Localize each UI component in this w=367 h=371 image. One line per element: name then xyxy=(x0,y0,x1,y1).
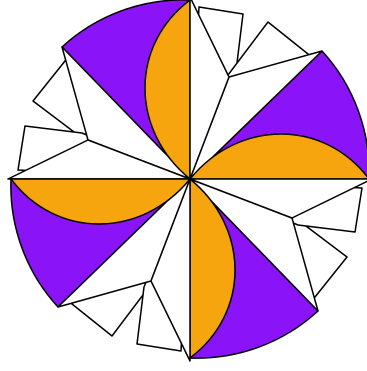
blades-group xyxy=(8,0,367,361)
